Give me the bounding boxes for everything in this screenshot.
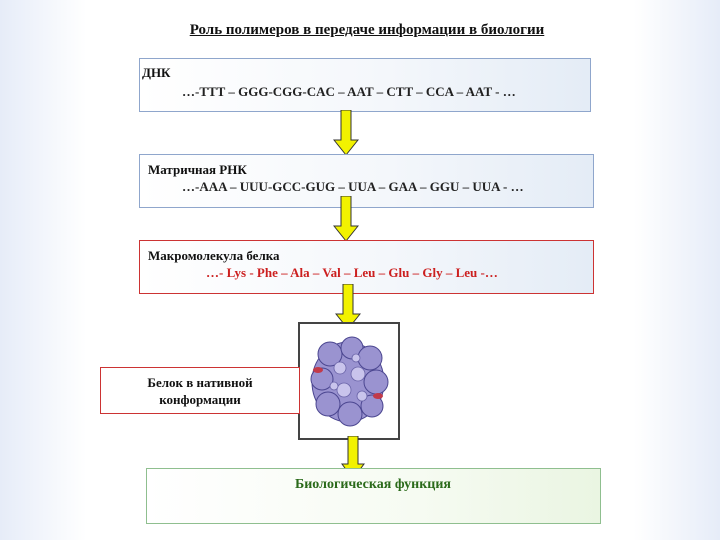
native-line-2: конформации — [159, 392, 241, 407]
dna-box: ДНК …-TTT – GGG-CGG-CAC – AAT – CTT – CC… — [139, 58, 591, 112]
dna-sequence: …-TTT – GGG-CGG-CAC – AAT – CTT – CCA – … — [182, 84, 516, 99]
protein-structure-image — [298, 322, 400, 440]
page-title: Роль полимеров в передаче информации в б… — [189, 22, 545, 38]
function-box — [146, 468, 601, 524]
protein-sequence: …- Lys - Phe – Ala – Val – Leu – Glu – G… — [206, 265, 498, 280]
mrna-label: Матричная РНК — [148, 162, 247, 177]
protein-molecule-icon — [310, 336, 389, 427]
arrow-down-icon — [333, 110, 359, 156]
dna-label: ДНК — [142, 65, 171, 80]
mrna-sequence: …-AAA – UUU-GCC-GUG – UUA – GAA – GGU – … — [182, 179, 524, 194]
native-line-1: Белок в нативной — [147, 375, 253, 390]
protein-label: Макромолекула белка — [148, 248, 280, 263]
native-conformation-box: Белок в нативной конформации — [100, 367, 300, 414]
mrna-box: Матричная РНК …-AAA – UUU-GCC-GUG – UUA … — [139, 154, 594, 208]
protein-box: Макромолекула белка …- Lys - Phe – Ala –… — [139, 240, 594, 294]
arrow-down-icon — [333, 196, 359, 242]
arrow-down-icon — [335, 284, 361, 330]
function-label: Биологическая функция — [294, 477, 452, 492]
